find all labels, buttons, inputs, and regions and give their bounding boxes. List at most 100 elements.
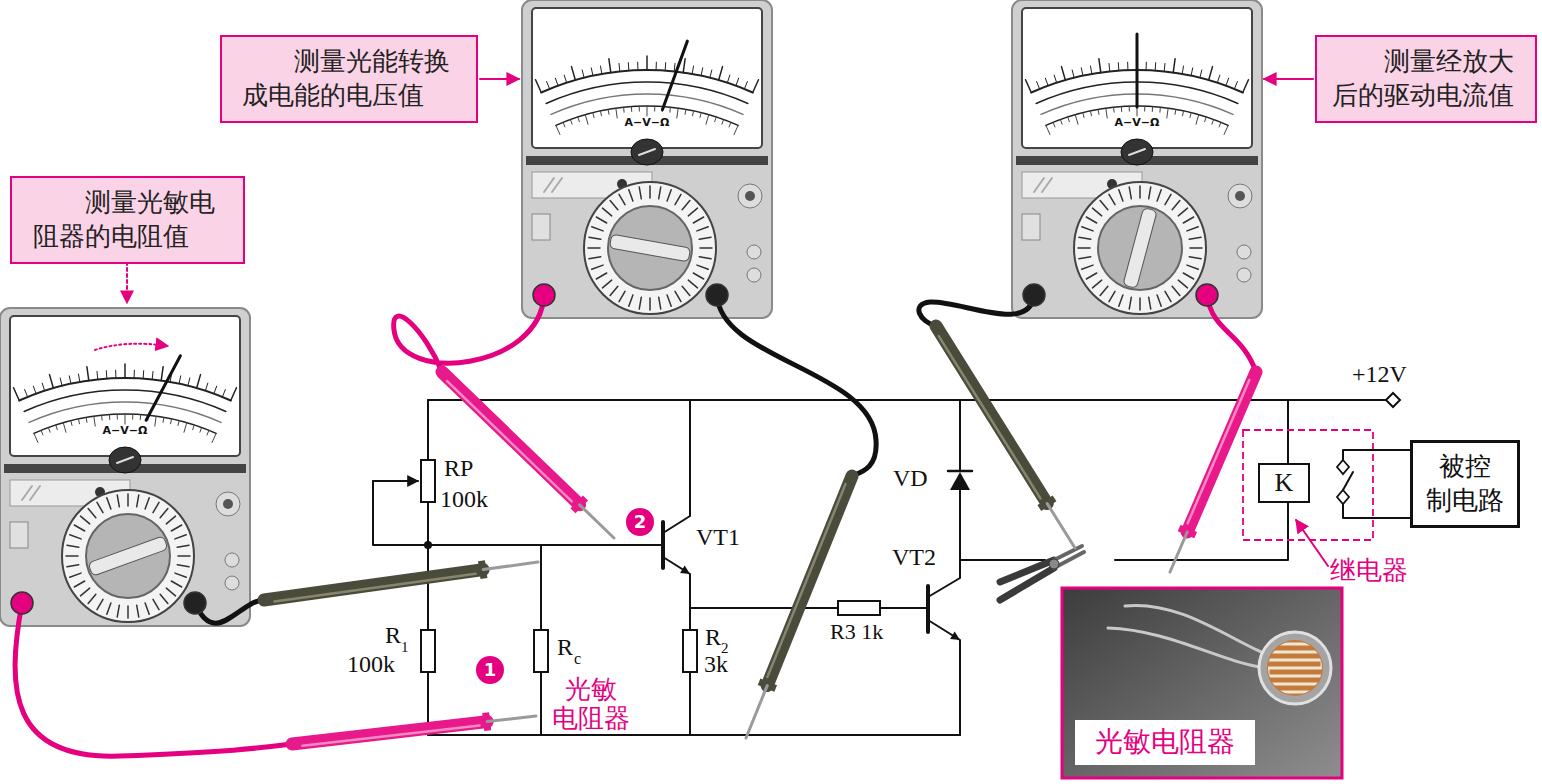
component-value: 100k xyxy=(440,486,488,514)
meter-tick xyxy=(639,106,640,111)
meter-tick xyxy=(753,80,759,93)
dial-tick xyxy=(693,217,703,223)
probe-plug xyxy=(1023,284,1045,306)
dial-tick xyxy=(137,605,139,617)
node-text: 1 xyxy=(484,661,497,679)
meter-tick xyxy=(1106,108,1107,118)
meter-pivot-slot xyxy=(639,149,655,155)
meter-tick xyxy=(556,125,560,134)
dial-tick xyxy=(610,201,618,210)
dial-tick xyxy=(1093,208,1102,216)
dial-tick xyxy=(699,257,711,259)
dial-tick xyxy=(1086,273,1096,279)
circuit-wire xyxy=(928,620,960,735)
meter-tick xyxy=(134,370,135,378)
meter-body xyxy=(522,0,772,318)
dial-tick xyxy=(178,555,190,557)
dial-tick xyxy=(88,509,96,518)
dial-tick xyxy=(1100,286,1108,295)
meter-tick xyxy=(1081,68,1083,76)
dial-tick xyxy=(74,581,84,587)
meter-tick xyxy=(578,117,580,122)
meter-tick xyxy=(1072,70,1074,78)
node-text: 测量光敏电 阻器的电阻值 xyxy=(33,186,220,254)
meter-tick xyxy=(600,66,601,74)
dial-tick xyxy=(596,273,606,279)
meter-tick xyxy=(656,62,657,70)
meter-tick xyxy=(193,425,195,430)
meter-tick xyxy=(94,416,95,426)
dial-tick xyxy=(127,606,129,618)
dial-tick xyxy=(1172,201,1180,210)
meter-tick xyxy=(1159,107,1161,112)
meter-tick xyxy=(184,423,187,433)
component-value: 100k xyxy=(347,651,395,679)
dial-tick xyxy=(145,603,149,614)
meter-dial xyxy=(62,490,194,622)
meter-tick xyxy=(117,414,118,419)
circuit-wire xyxy=(689,672,691,735)
meter-tick xyxy=(42,383,44,391)
component-label: R xyxy=(385,622,401,650)
dial-tick xyxy=(160,594,168,603)
dial-tick xyxy=(67,545,79,547)
meter-tick xyxy=(86,417,88,422)
meter-pivot xyxy=(109,447,141,473)
dial-tick xyxy=(1086,217,1096,223)
test-probe xyxy=(442,372,614,538)
dial-tick xyxy=(629,190,633,201)
meter-adjust-core xyxy=(223,499,233,509)
dial-tick xyxy=(649,186,651,198)
dial-tick xyxy=(175,573,186,577)
meter-tick xyxy=(631,107,632,112)
node-text: 被控 制电路 xyxy=(1423,450,1506,518)
probe-tip xyxy=(483,562,538,570)
circuit-wire xyxy=(373,481,428,545)
meter-plate-mark xyxy=(1042,178,1052,192)
dial-tick xyxy=(1129,187,1131,199)
meter-tick xyxy=(87,367,89,381)
transistor-base-bar xyxy=(926,586,930,632)
probe-highlight xyxy=(302,725,479,745)
test-probe xyxy=(746,476,852,738)
meter-tick xyxy=(60,378,62,386)
probe-cable xyxy=(717,295,876,476)
meter-tick xyxy=(1090,111,1091,116)
dial-tick xyxy=(66,555,78,557)
relay-coil-box: K xyxy=(1258,463,1310,503)
circuit-wire xyxy=(959,490,961,560)
meter-socket xyxy=(747,245,761,259)
meter-tick xyxy=(623,107,625,112)
meter-tick xyxy=(555,78,558,86)
dial-tick xyxy=(1109,291,1115,301)
transistor-arrow xyxy=(950,632,960,640)
meter-tick xyxy=(628,63,630,71)
photo-track xyxy=(1268,644,1322,692)
probe-highlight xyxy=(447,381,572,501)
circuit-wire xyxy=(880,607,928,609)
meter-tick xyxy=(1075,115,1078,125)
meter-tick xyxy=(171,419,172,424)
meter-tick xyxy=(677,108,678,118)
meter-scale-label: A−V−Ω xyxy=(623,117,672,130)
dial-tick xyxy=(1165,194,1171,204)
meter-tick xyxy=(1108,63,1110,71)
diode-bar xyxy=(948,470,972,473)
probe-plug xyxy=(11,592,33,614)
probe-cable xyxy=(394,295,544,372)
dial-tick xyxy=(589,237,601,239)
meter-adjust-core xyxy=(745,191,755,201)
meter-tick xyxy=(1129,106,1130,111)
probe-handle xyxy=(442,372,580,505)
meter-tick xyxy=(715,117,717,122)
dial-tick xyxy=(1119,190,1123,201)
meter-tick xyxy=(609,59,611,73)
component-label: VT1 xyxy=(696,524,740,552)
meter-tick xyxy=(222,390,225,397)
pliers-pivot xyxy=(1049,559,1059,569)
dial-tick xyxy=(1189,237,1201,239)
callout-arrow xyxy=(480,78,519,80)
dial-tick xyxy=(97,502,103,512)
meter-tick xyxy=(1191,68,1193,76)
